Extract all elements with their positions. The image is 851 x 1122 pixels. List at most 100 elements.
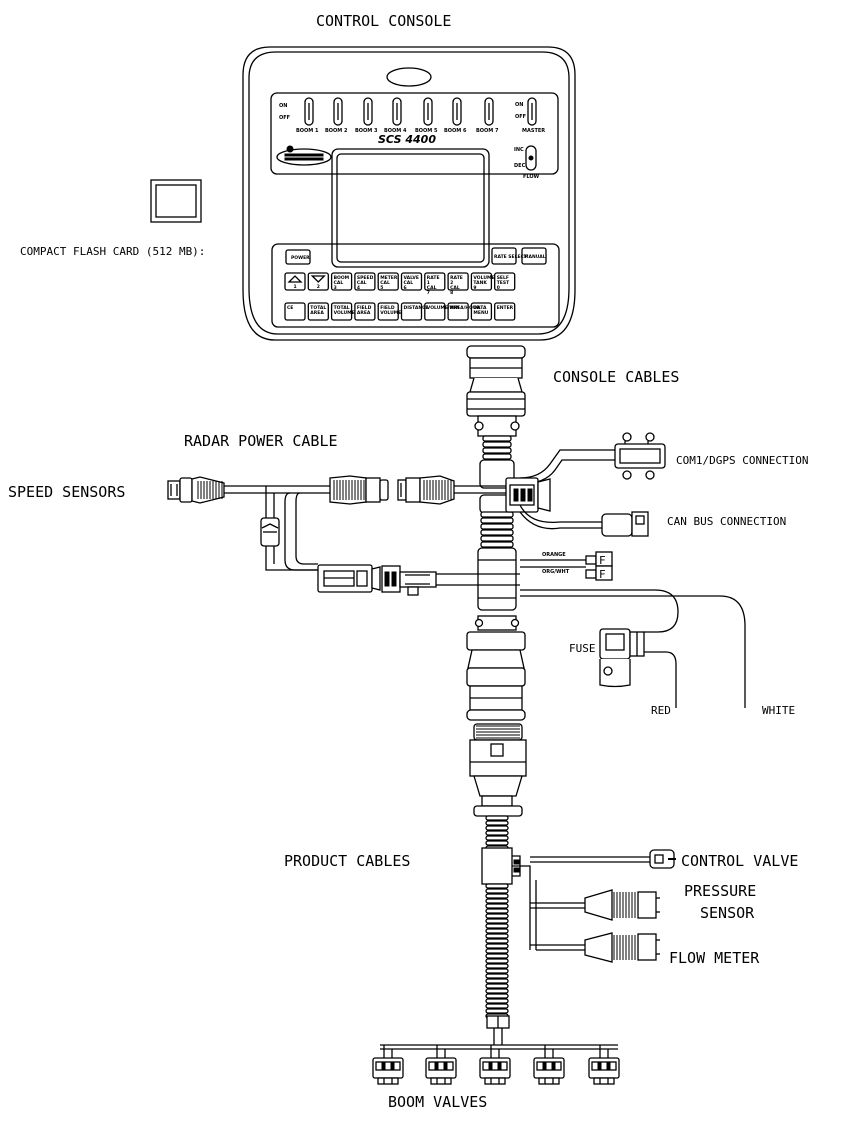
svg-text:MANUAL: MANUAL [524,254,546,260]
control-console-label: CONTROL CONSOLE [316,12,451,30]
svg-text:CAL: CAL [427,285,437,291]
key-ce[interactable]: CE [284,302,306,321]
svg-text:VALVE: VALVE [404,275,419,281]
connector-ribs [333,480,365,500]
fuse-marker: F [599,554,606,567]
svg-text:TANK: TANK [473,280,487,286]
can-bus-connector [519,504,649,537]
pressure-label-line2: SENSOR [700,904,755,922]
svg-text:VOLUME: VOLUME [334,310,355,316]
svg-text:8: 8 [450,290,453,296]
control-valve-label: CONTROL VALVE [681,852,798,870]
svg-text:1: 1 [427,280,430,286]
svg-text:METER: METER [380,275,398,281]
flow-meter-label: FLOW METER [669,949,760,967]
svg-text:9: 9 [473,285,476,291]
boom-valve-connectors [372,1045,620,1085]
console-display [331,148,490,268]
raven-logo-icon [276,145,332,166]
svg-text:DATA: DATA [473,305,487,311]
toggle-switch-boom-6[interactable]: BOOM 6 [444,97,467,134]
corrugated-sleeve [485,815,509,851]
corrugated-sleeve [482,435,512,460]
svg-text:2: 2 [450,280,453,286]
svg-text:TEST: TEST [497,280,510,286]
radar-power-label: RADAR POWER CABLE [184,432,338,450]
toggle-switch-boom-3[interactable]: BOOM 3 [355,97,378,134]
toggle-switch-master[interactable]: MASTER [522,97,545,134]
power-key[interactable]: POWER [285,249,311,265]
key-area-hour[interactable]: AREA/HOUR [447,302,480,321]
com1-label: COM1/DGPS CONNECTION [676,454,808,467]
svg-text:AREA: AREA [357,310,371,316]
boom-valve-connector-3 [479,1045,511,1085]
inc-label: INC [514,147,524,153]
toggle-switch-boom-5[interactable]: BOOM 5 [415,97,438,134]
key-2[interactable]: 2 [307,272,329,291]
connector-ribs [613,892,636,918]
svg-text:FIELD: FIELD [357,305,372,311]
svg-text:AREA: AREA [310,310,324,316]
manual-key[interactable]: MANUAL [521,247,547,265]
svg-text:CAL: CAL [334,280,344,286]
rate-select-key[interactable]: RATE SELECT [491,247,528,265]
toggle-switch-boom-2[interactable]: BOOM 2 [325,97,348,134]
svg-text:5: 5 [380,285,383,291]
boom-switches: BOOM 1 BOOM 2 BOOM 3 BOOM 4 BOOM 5 BOOM 6 BOOM… [296,97,545,134]
switch-label: MASTER [522,128,545,134]
boom-valves-label: BOOM VALVES [388,1093,487,1111]
connector-ribs [476,725,520,739]
key-volume-min[interactable]: VOLUME/MIN [424,302,460,321]
svg-text:FIELD: FIELD [380,305,395,311]
corrugated-sleeve [480,511,514,548]
svg-text:3: 3 [334,285,337,291]
svg-text:VOLUME: VOLUME [380,310,401,316]
compact-flash-label: COMPACT FLASH CARD (512 MB): [20,245,205,258]
key-enter[interactable]: ENTER [494,302,516,321]
product-cable-connector [469,723,527,1029]
svg-text:CE: CE [287,305,293,311]
toggle-switch-boom-7[interactable]: BOOM 7 [476,97,499,134]
svg-text:SPEED: SPEED [357,275,374,281]
product-branch-wires [512,856,650,951]
toggle-switch-boom-4[interactable]: BOOM 4 [384,97,407,134]
svg-text:BOOM: BOOM [334,275,350,281]
svg-text:AREA/HOUR: AREA/HOUR [450,305,480,311]
on-label: ON [279,103,287,109]
product-cables-label: PRODUCT CABLES [284,852,410,870]
svg-text:MENU: MENU [473,310,488,316]
toggle-switch-boom-1[interactable]: BOOM 1 [296,97,319,134]
svg-text:RATE: RATE [450,275,463,281]
flow-rocker-switch[interactable] [525,145,537,171]
pressure-label-line1: PRESSURE [684,882,756,900]
fuse-holder [599,628,645,688]
flow-meter-connector [584,932,660,963]
svg-text:6: 6 [404,285,407,291]
org-wht-wire-label: ORG/WHT [542,569,570,575]
boom-valve-connector-1 [372,1045,404,1085]
svg-text:SELF: SELF [497,275,509,281]
key-1[interactable]: 1 [284,272,306,291]
svg-text:0: 0 [497,285,500,291]
svg-text:2: 2 [317,284,320,290]
key-distance[interactable]: DISTANCE [400,302,429,321]
svg-text:DISTANCE: DISTANCE [404,305,429,311]
switch-label: BOOM 1 [296,128,319,134]
speed-sensor-cable [167,475,389,505]
svg-text:4: 4 [357,285,360,291]
console-cables-label: CONSOLE CABLES [553,368,679,386]
